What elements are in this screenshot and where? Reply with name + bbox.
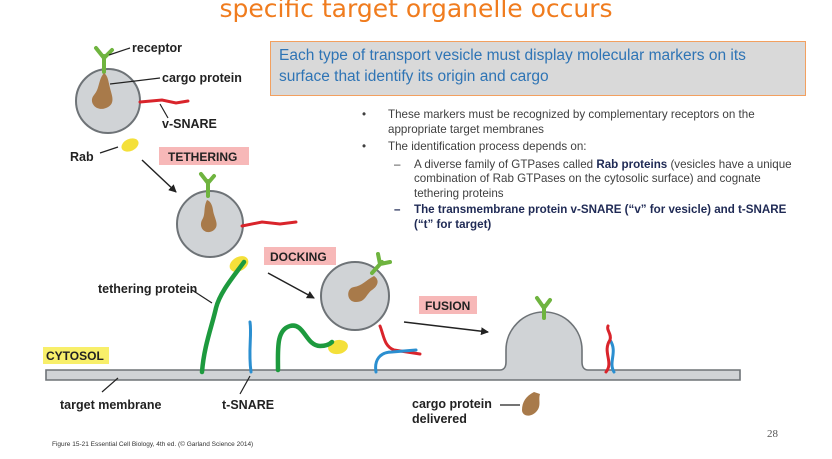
receptor-1 [94, 46, 114, 74]
receptor-3 [370, 252, 392, 275]
v-snare-2 [240, 220, 298, 228]
tethering-stage-label: TETHERING [168, 150, 237, 164]
t-snare-3 [608, 338, 616, 374]
v-snare-4 [604, 324, 612, 374]
rab-proteins-term: Rab proteins [596, 157, 668, 171]
t-snare-2 [374, 348, 418, 374]
rab-1 [121, 138, 139, 152]
cargo-delivered-label-1: cargo protein [412, 397, 492, 411]
v-snare-label: v-SNARE [162, 117, 217, 131]
cytosol-highlight [43, 347, 109, 364]
sub-bullet-2: The transmembrane protein v-SNARE (“v” f… [360, 203, 800, 232]
bullet-list: These markers must be recognized by comp… [360, 108, 800, 234]
tethering-protein-2 [275, 323, 335, 373]
cargo-1 [91, 73, 113, 109]
page-number: 28 [767, 428, 778, 440]
pointer-vsnare [159, 103, 169, 119]
slide-title: specific target organelle occurs [219, 0, 613, 23]
arrow-docking [267, 272, 315, 299]
receptor-label: receptor [132, 41, 182, 55]
figure-credit: Figure 15-21 Essential Cell Biology, 4th… [52, 441, 254, 448]
fusion-stage-label: FUSION [425, 299, 470, 313]
pointer-tsnare [239, 375, 251, 395]
fusion-stage-bg [419, 296, 477, 314]
cargo-delivered [522, 392, 540, 416]
target-membrane-label: target membrane [60, 398, 161, 412]
vesicle-2 [176, 172, 298, 272]
receptor-4 [535, 296, 552, 320]
tethering-stage-bg [159, 147, 249, 165]
receptor-2 [199, 172, 216, 198]
pointer-target-membrane [101, 377, 119, 393]
pointer-receptor [108, 47, 131, 56]
rab-label: Rab [70, 150, 94, 164]
cargo-2 [200, 200, 217, 233]
tethering-protein-label: tethering protein [98, 282, 197, 296]
t-snare-1 [248, 320, 253, 374]
cargo-delivered-label-2: delivered [412, 412, 467, 426]
docking-stage-bg [264, 247, 336, 265]
pointer-rab [99, 146, 119, 154]
bullet-1: These markers must be recognized by comp… [360, 108, 800, 137]
v-snare-3 [378, 324, 422, 356]
pointer-tethering [191, 289, 213, 304]
cytosol-label: CYTOSOL [46, 349, 104, 363]
docking-stage-label: DOCKING [270, 250, 327, 264]
cargo-protein-label: cargo protein [162, 71, 242, 85]
t-snare-label: t-SNARE [222, 398, 274, 412]
v-snare-1 [138, 98, 190, 105]
pointer-cargo [109, 77, 161, 85]
cargo-3 [348, 276, 378, 302]
tethering-protein-1 [199, 259, 247, 375]
sub-bullet-1: A diverse family of GTPases called Rab p… [360, 158, 800, 202]
arrow-tethering [141, 159, 177, 193]
arrow-fusion [403, 321, 489, 336]
target-membrane [45, 311, 741, 381]
bullet-2: The identification process depends on: [360, 140, 800, 155]
callout-box: Each type of transport vesicle must disp… [270, 41, 806, 96]
vesicle-1 [75, 46, 190, 152]
